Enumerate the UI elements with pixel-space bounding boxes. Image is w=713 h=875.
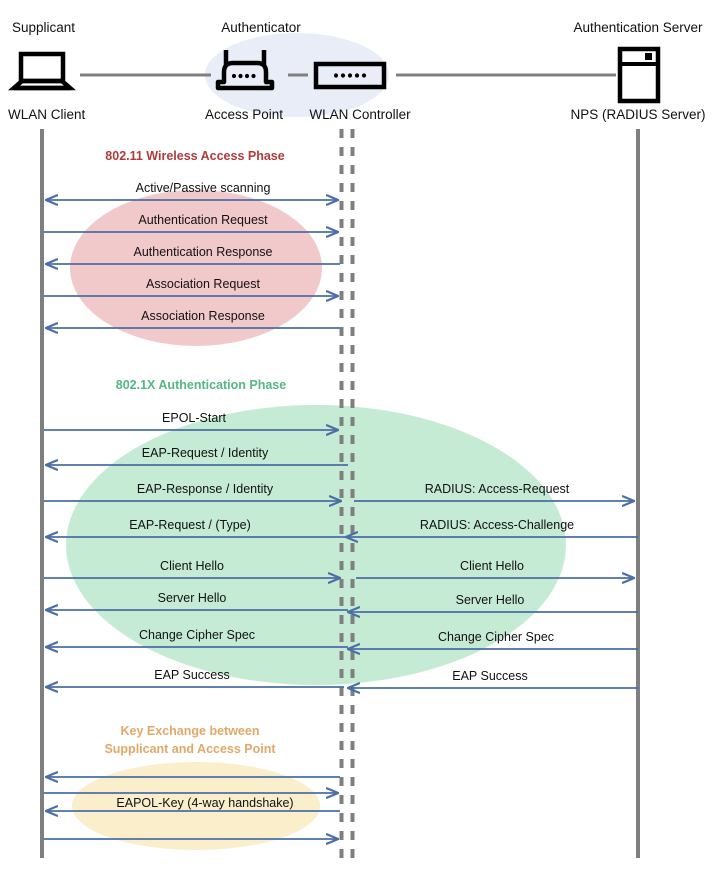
phase-title-wireless-access: 802.11 Wireless Access Phase <box>105 149 285 163</box>
phase-title-key-exchange-line1: Key Exchange between <box>120 724 260 738</box>
msg-label-association-request: Association Request <box>146 277 260 291</box>
router-leds <box>231 73 256 79</box>
wireless-router-icon <box>215 50 275 91</box>
network-switch-icon <box>313 61 387 90</box>
actor-role-authenticator: Authenticator <box>221 20 301 35</box>
msg-label-authentication-request: Authentication Request <box>138 213 268 227</box>
msg-label-server-hello-right: Server Hello <box>455 593 525 607</box>
msg-label-eapol-key-4way-handshake: EAPOL-Key (4-way handshake) <box>116 796 294 810</box>
msg-label-epol-start: EPOL-Start <box>162 411 226 425</box>
msg-label-change-cipher-spec-right: Change Cipher Spec <box>437 630 555 644</box>
laptop-icon <box>8 51 76 91</box>
msg-label-eap-success-right: EAP Success <box>452 669 528 683</box>
msg-label-client-hello-left: Client Hello <box>160 559 224 573</box>
keyexchange-phase-ellipse <box>72 762 320 850</box>
actor-name-wlan-client: WLAN Client <box>8 107 86 122</box>
msg-label-eap-request-type: EAP-Request / (Type) <box>129 518 251 532</box>
msg-label-association-response: Association Response <box>141 309 265 323</box>
msg-label-eap-response-identity: EAP-Response / Identity <box>136 482 274 496</box>
switch-leds <box>333 73 367 78</box>
msg-label-active-passive-scanning: Active/Passive scanning <box>135 181 271 195</box>
phase-title-key-exchange: Key Exchange between Supplicant and Acce… <box>104 722 275 758</box>
phase-title-key-exchange-line2: Supplicant and Access Point <box>104 742 276 756</box>
msg-label-server-hello-left: Server Hello <box>157 591 227 605</box>
actor-role-supplicant: Supplicant <box>12 20 76 35</box>
actor-name-wlan-controller: WLAN Controller <box>309 107 411 122</box>
msg-label-authentication-response: Authentication Response <box>133 245 273 259</box>
actor-name-access-point: Access Point <box>204 107 284 122</box>
msg-label-eap-success-left: EAP Success <box>154 668 230 682</box>
msg-label-radius-access-request: RADIUS: Access-Request <box>424 482 570 496</box>
msg-label-eap-request-identity: EAP-Request / Identity <box>141 446 269 460</box>
dot1x-phase-ellipse <box>66 405 566 685</box>
msg-label-radius-access-challenge: RADIUS: Access-Challenge <box>419 518 575 532</box>
phase-title-dot1x-auth: 802.1X Authentication Phase <box>115 378 287 392</box>
wireless-phase-ellipse <box>70 190 322 346</box>
server-icon <box>617 46 661 104</box>
actor-name-nps-radius-server: NPS (RADIUS Server) <box>570 107 706 122</box>
actor-role-authentication-server: Authentication Server <box>573 20 703 35</box>
msg-label-client-hello-right: Client Hello <box>460 559 524 573</box>
msg-label-change-cipher-spec-left: Change Cipher Spec <box>138 628 256 642</box>
